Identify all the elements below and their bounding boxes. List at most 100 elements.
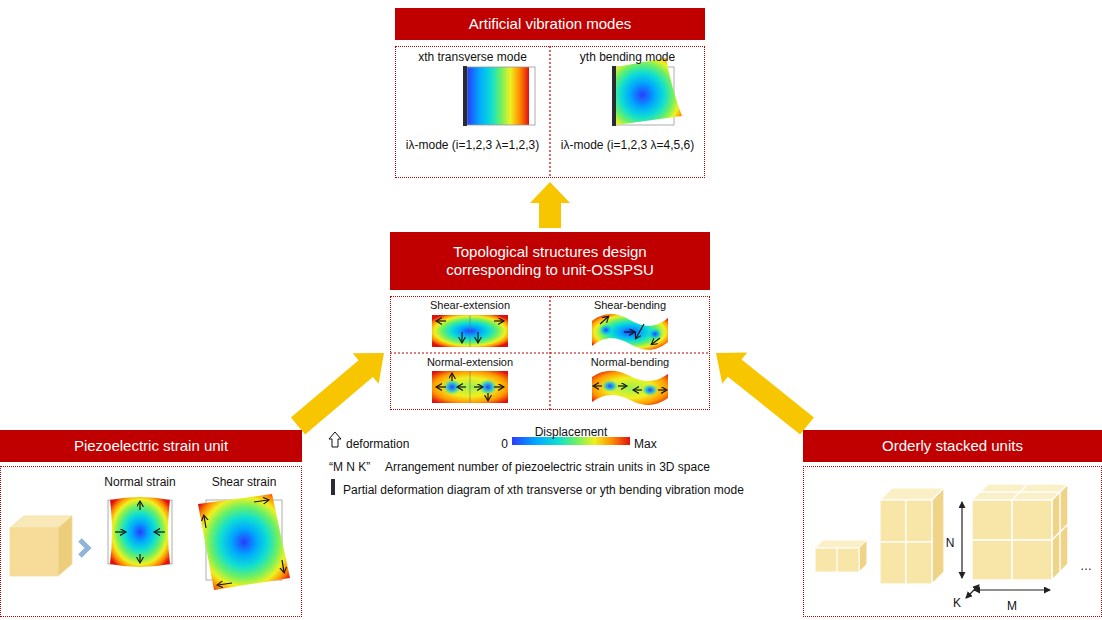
fixed-bar bbox=[463, 66, 467, 126]
legend-text: Partial deformation diagram of xth trans… bbox=[343, 483, 744, 497]
deformation-arrow bbox=[477, 332, 478, 342]
cube-side bbox=[58, 516, 72, 576]
cube-front bbox=[906, 542, 932, 584]
label: Normal strain bbox=[104, 475, 175, 489]
cube-front bbox=[880, 542, 906, 584]
mode-index: iλ-mode (i=1,2,3 λ=1,2,3) bbox=[395, 138, 550, 152]
label-slot: Shear strain bbox=[212, 472, 277, 490]
fixed-bar-symbol bbox=[331, 479, 335, 495]
cube-front bbox=[1012, 540, 1052, 580]
label: Max bbox=[634, 437, 657, 451]
title-banner: Artificial vibration modes bbox=[395, 8, 705, 40]
dimension-arrow bbox=[966, 585, 979, 598]
bending-mode-plot bbox=[616, 58, 682, 125]
deformation-arrow bbox=[155, 531, 165, 532]
cube-top bbox=[815, 540, 867, 548]
deformation-arrow bbox=[618, 385, 626, 386]
cube-front bbox=[972, 500, 1012, 540]
label: Displacement bbox=[535, 425, 608, 439]
label-slot: Normal strain bbox=[104, 472, 175, 490]
label: Shear strain bbox=[212, 475, 277, 489]
cell-title: Shear-extension bbox=[390, 298, 550, 312]
deformation-arrows bbox=[115, 502, 165, 562]
label: Arrangement number of piezoelectric stra… bbox=[385, 460, 710, 474]
cube-seam bbox=[980, 491, 1060, 492]
cell-divider bbox=[390, 352, 710, 353]
deformation-arrows bbox=[600, 317, 660, 344]
mode-cell: yth bending modeiλ-mode (i=1,2,3 λ=4,5,6… bbox=[550, 46, 705, 178]
deformation-arrow bbox=[437, 320, 446, 321]
label: K bbox=[953, 596, 961, 610]
deformation-arrow bbox=[282, 560, 284, 572]
shear-bending-plot bbox=[592, 314, 668, 350]
label-slot: “M N K” bbox=[329, 457, 370, 475]
normal-strain-plot bbox=[110, 497, 170, 567]
normal-extension-plot bbox=[432, 371, 508, 403]
dimension-arrows bbox=[962, 502, 1050, 598]
label-slot: N bbox=[946, 533, 955, 551]
deformation-arrows bbox=[594, 386, 666, 390]
deformation-arrow bbox=[451, 374, 452, 381]
deformation-arrow bbox=[624, 331, 634, 332]
flow-arrow bbox=[291, 353, 384, 434]
cell-title: Shear-bending bbox=[550, 298, 710, 312]
chevron bbox=[80, 540, 88, 556]
label-slot: K bbox=[953, 593, 961, 611]
deformation-arrow bbox=[634, 389, 642, 390]
dotted-frame bbox=[390, 296, 710, 410]
cell-title: Normal-extension bbox=[390, 355, 550, 369]
unit-pair bbox=[815, 540, 867, 572]
cell-title: Normal-bending bbox=[550, 355, 710, 369]
cube-side bbox=[1052, 484, 1068, 580]
deformation-arrow-symbol bbox=[329, 432, 341, 447]
deformation-arrow bbox=[254, 500, 268, 502]
deformation-arrow bbox=[636, 324, 644, 338]
cube-front bbox=[837, 548, 859, 572]
deformation-arrow bbox=[494, 320, 503, 321]
cell-title: xth transverse mode bbox=[395, 50, 550, 64]
legend-text: deformation bbox=[346, 437, 409, 451]
cube-front bbox=[10, 528, 58, 576]
label-slot: Max bbox=[634, 434, 657, 452]
mode-cell: Shear-extension bbox=[390, 296, 550, 353]
legend-text-slot: deformation bbox=[346, 434, 409, 452]
shear-extension-plot bbox=[432, 315, 508, 347]
cube-side bbox=[932, 488, 944, 584]
title-banner: Piezoelectric strain unit bbox=[0, 430, 302, 462]
deformation-arrow bbox=[487, 393, 488, 400]
deformation-arrow bbox=[115, 531, 125, 532]
panel-group: Piezoelectric strain unit bbox=[0, 430, 302, 617]
transverse-mode-plot bbox=[467, 67, 529, 125]
undeformed-outline bbox=[467, 67, 535, 125]
cube-side bbox=[859, 540, 867, 572]
unit-quad bbox=[880, 488, 944, 584]
panel-group: Orderly stacked units bbox=[803, 430, 1102, 617]
label: N bbox=[946, 536, 955, 550]
mode-cell: xth transverse mode iλ-mode (i=1,2,3 λ=1,… bbox=[395, 46, 550, 178]
mode-cell: Normal-extension bbox=[390, 353, 550, 410]
deformation-arrow bbox=[461, 332, 462, 342]
deformation-arrow bbox=[658, 389, 666, 390]
shear-strain-plot bbox=[198, 494, 290, 590]
cube-front bbox=[906, 500, 932, 542]
dimension-arrow bbox=[961, 502, 962, 578]
label: “M N K” bbox=[329, 460, 370, 474]
cell-title: yth bending mode bbox=[550, 50, 705, 64]
deformation-arrows bbox=[204, 500, 284, 585]
fixed-bar bbox=[612, 66, 616, 126]
label-slot: Arrangement number of piezoelectric stra… bbox=[385, 457, 710, 475]
deformation-arrows bbox=[437, 321, 503, 342]
legend-text-slot: Partial deformation diagram of xth trans… bbox=[343, 480, 744, 498]
deformation-arrow bbox=[652, 338, 660, 344]
deformation-arrow bbox=[474, 386, 482, 387]
deformation-arrow bbox=[204, 516, 206, 528]
cube-front bbox=[1012, 500, 1052, 540]
banner-title: Topological structures design correspond… bbox=[434, 243, 666, 279]
flow-arrow bbox=[530, 182, 570, 228]
title-banner: Orderly stacked units bbox=[803, 430, 1102, 462]
label-slot: M bbox=[1007, 596, 1017, 614]
cube-front bbox=[972, 540, 1012, 580]
